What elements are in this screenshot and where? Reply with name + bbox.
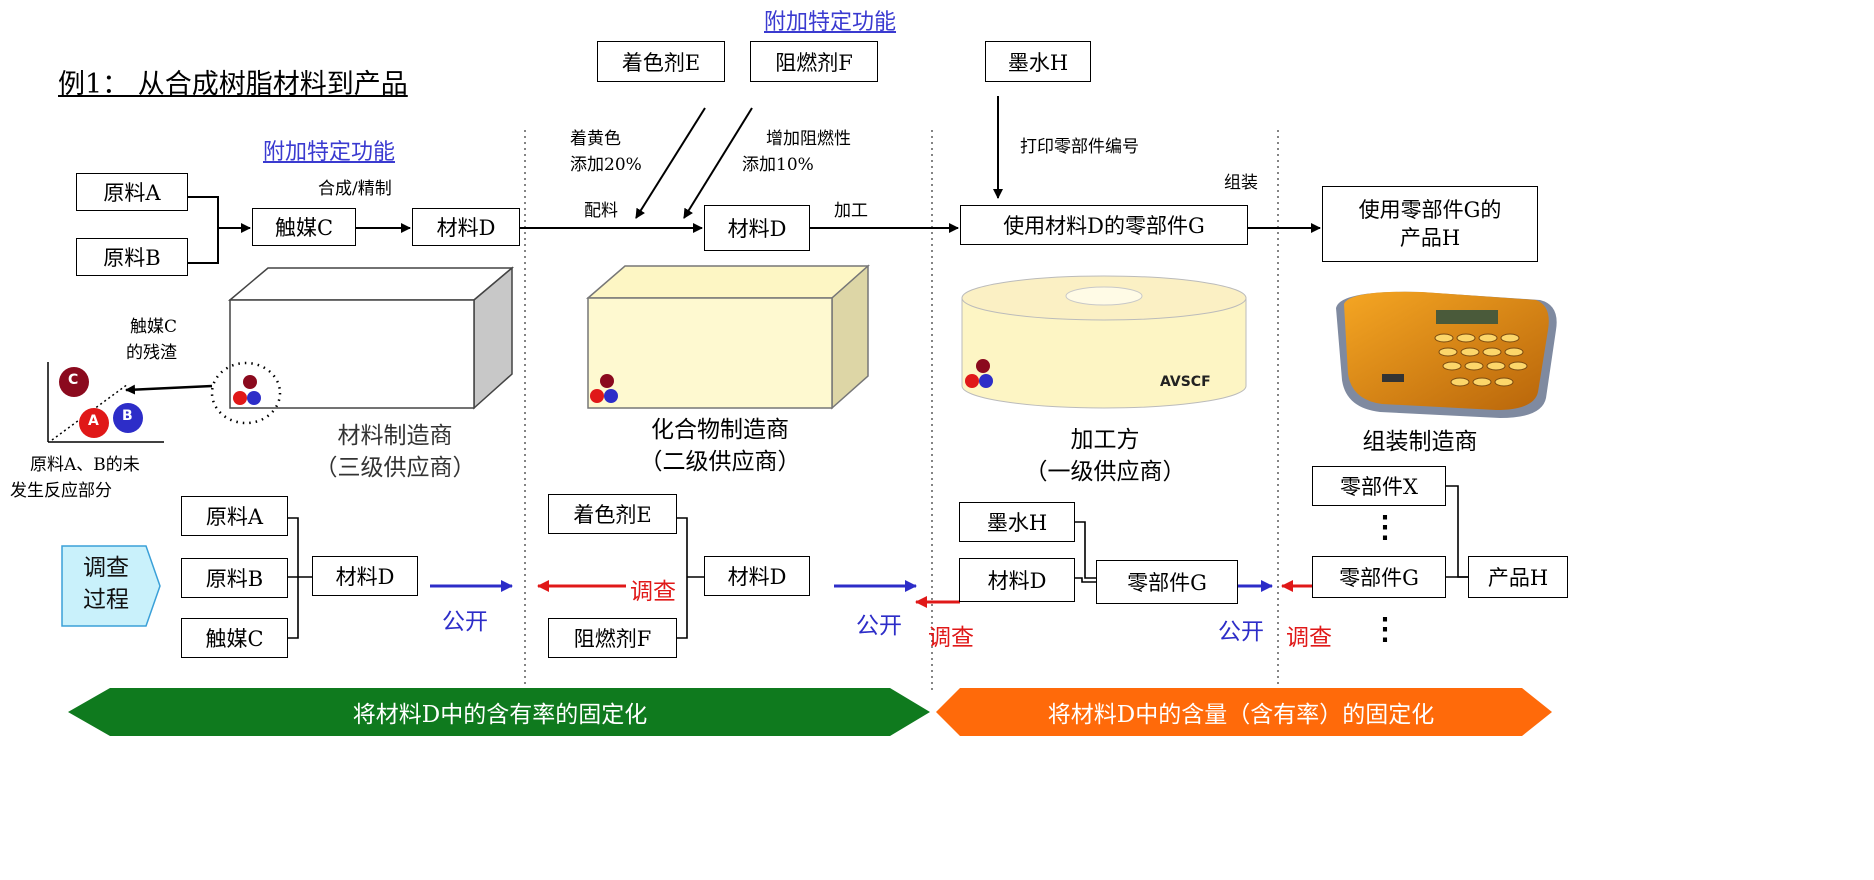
- compound-maker-caption: 化合物制造商 （二级供应商）: [620, 414, 820, 478]
- diagram-canvas: [47, 96, 1557, 736]
- investigation-badge-line1: 调查: [83, 555, 129, 581]
- product-h-line2: 产品H: [1399, 226, 1461, 250]
- print-number-label: 打印零部件编号: [1020, 137, 1139, 157]
- material-d-box-2: 材料D: [704, 205, 810, 251]
- investigation-badge: 调查 过程: [62, 552, 150, 616]
- disclose-label-3: 公开: [1218, 619, 1264, 645]
- part-g-box: 使用材料D的零部件G: [960, 205, 1248, 245]
- ball-b-label: B: [122, 408, 133, 424]
- inv-ink-h-box: 墨水H: [959, 502, 1075, 542]
- investigation-badge-line2: 过程: [83, 587, 129, 613]
- flow-connectors: [188, 96, 1321, 264]
- banner-right-shape: [936, 688, 1552, 736]
- ball-a-label: A: [88, 413, 99, 429]
- function-link-left[interactable]: 附加特定功能: [263, 140, 396, 165]
- assembly-label: 组装: [1224, 173, 1258, 193]
- material-maker-name: 材料制造商: [337, 423, 453, 449]
- inv-part-g-box: 零部件G: [1096, 560, 1238, 604]
- yellow-label-1: 着黄色: [570, 129, 621, 149]
- ellipsis-bottom: ⋮: [1370, 612, 1400, 647]
- material-maker-tier: （三级供应商）: [314, 455, 476, 481]
- inv-raw-a-box: 原料A: [181, 496, 288, 536]
- disclose-label-1: 公开: [442, 609, 488, 635]
- catalyst-residue-label-1: 触媒C: [130, 317, 178, 337]
- processor-tier: （一级供应商）: [1024, 459, 1186, 485]
- banner-left-shape: [68, 688, 930, 736]
- processor-name: 加工方: [1070, 427, 1140, 453]
- inv-part-g2-box: 零部件G: [1312, 556, 1446, 598]
- investigate-label-3: 调查: [1286, 625, 1332, 651]
- ellipsis-top: ⋮: [1370, 510, 1400, 545]
- function-link-top[interactable]: 附加特定功能: [764, 10, 897, 35]
- particles-cube1: [210, 361, 282, 425]
- inv-retardant-f-box: 阻燃剂F: [548, 618, 677, 658]
- flame-label-2: 添加10%: [742, 155, 814, 175]
- page-title: 例1： 从合成树脂材料到产品: [58, 69, 408, 100]
- flame-label-1: 增加阻燃性: [766, 129, 851, 149]
- material-d-box-1: 材料D: [412, 208, 520, 246]
- investigate-label-1: 调查: [630, 579, 676, 605]
- particles-roll: [965, 359, 993, 388]
- yellow-label-2: 添加20%: [570, 155, 642, 175]
- inv-catalyst-c-box: 触媒C: [181, 618, 288, 658]
- inv-part-x-box: 零部件X: [1312, 466, 1446, 506]
- product-h-line1: 使用零部件G的: [1358, 198, 1502, 222]
- cube-compound-maker: [585, 264, 870, 410]
- raw-b-box: 原料B: [76, 238, 188, 276]
- disclose-label-2: 公开: [856, 613, 902, 639]
- unreacted-label-1: 原料A、B的未: [30, 455, 140, 475]
- material-maker-caption: 材料制造商 （三级供应商）: [300, 420, 490, 484]
- processing-label: 加工: [834, 201, 868, 221]
- investigation-badge-shape: [61, 545, 161, 627]
- inv-material-d-box-3: 材料D: [959, 558, 1075, 602]
- unreacted-label-2: 发生反应部分: [10, 481, 112, 501]
- residue-inset: [47, 362, 213, 443]
- processor-caption: 加工方 （一级供应商）: [1010, 424, 1200, 488]
- phone-icon: [1336, 291, 1557, 418]
- catalyst-c-box: 触媒C: [252, 208, 356, 246]
- ball-c-label: C: [68, 372, 79, 388]
- ink-h-box: 墨水H: [985, 41, 1091, 82]
- catalyst-residue-label-2: 的残渣: [126, 343, 177, 363]
- investigate-label-2: 调查: [928, 625, 974, 651]
- compound-maker-name: 化合物制造商: [651, 417, 789, 443]
- inv-product-h-box: 产品H: [1468, 556, 1568, 598]
- inv-raw-b-box: 原料B: [181, 558, 288, 598]
- investigation-connectors: [288, 485, 1468, 639]
- retardant-f-box: 阻燃剂F: [750, 41, 878, 82]
- tape-roll-processor: [961, 275, 1247, 409]
- raw-a-box: 原料A: [76, 173, 188, 211]
- investigation-arrows: [430, 580, 1314, 608]
- banner-right: 将材料D中的含量（含有率）的固定化: [1047, 702, 1435, 728]
- inv-material-d-box-2: 材料D: [704, 556, 810, 596]
- synthesis-label: 合成/精制: [318, 179, 392, 199]
- product-h-box: 使用零部件G的 产品H: [1322, 186, 1538, 262]
- cube-material-maker: [227, 266, 515, 410]
- colorant-e-box: 着色剂E: [597, 41, 725, 82]
- inv-colorant-e-box: 着色剂E: [548, 494, 677, 534]
- compound-maker-tier: （二级供应商）: [639, 449, 801, 475]
- assembler-caption: 组装制造商: [1362, 429, 1478, 455]
- inv-material-d-box-1: 材料D: [312, 556, 418, 596]
- roll-brand-text: AVSCF: [1160, 374, 1211, 390]
- particles-cube2: [590, 374, 618, 403]
- banner-left: 将材料D中的含有率的固定化: [352, 702, 648, 728]
- blending-label: 配料: [584, 201, 618, 221]
